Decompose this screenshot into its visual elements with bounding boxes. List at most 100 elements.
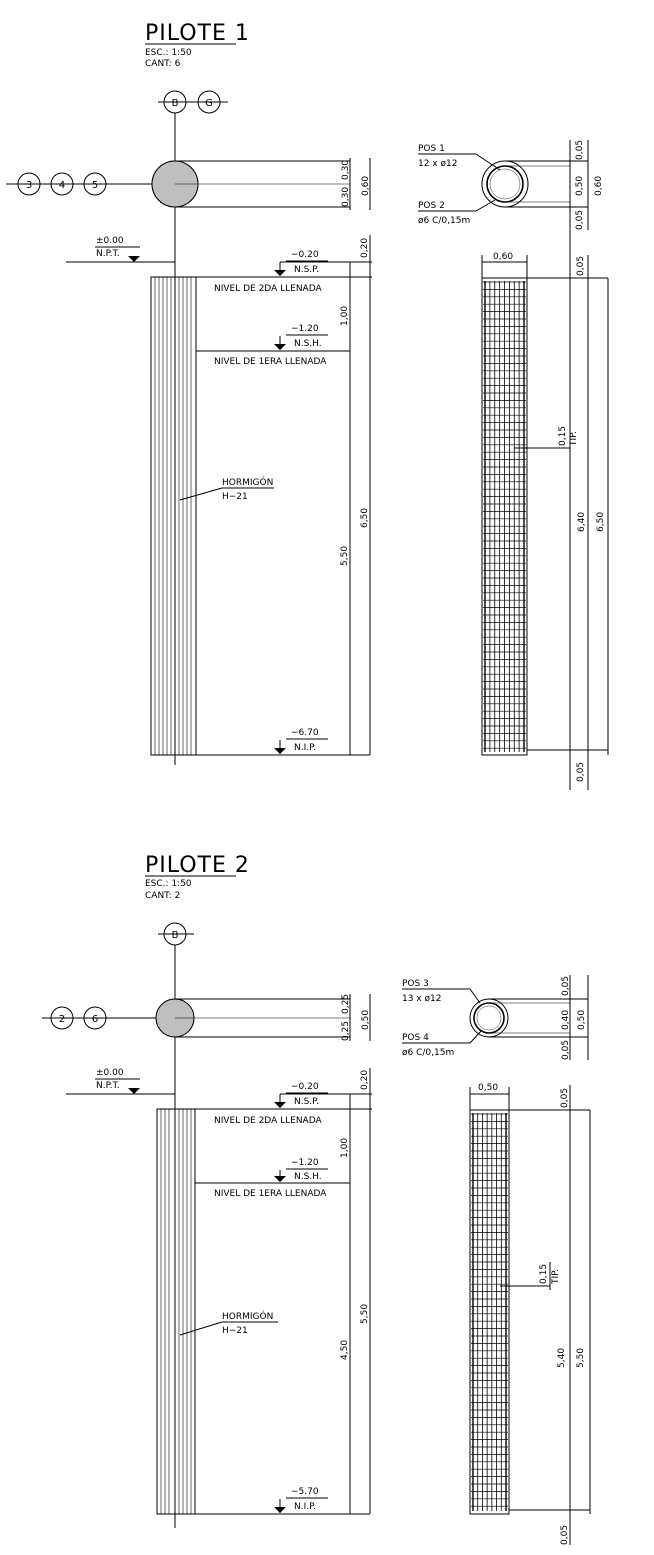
concrete-note: HORMIGÓN	[222, 476, 273, 488]
dimension-label: 0,25	[341, 994, 351, 1014]
pile-2-title: PILOTE 2	[145, 853, 250, 878]
dimension-label: 0,50	[575, 176, 585, 196]
dimension-label: 0,40	[561, 1010, 571, 1030]
dimension-label: 0,05	[575, 210, 585, 230]
pile-2-rebar-section: POS 3 13 x ø12 POS 4 ø6 C/0,15m 0,05 0,4…	[402, 975, 589, 1060]
dimension-label: 5,50	[340, 546, 350, 566]
pile-2-rebar-cage: 0,50 0,05 0,15 TIP. 5,40 5,50 0,05	[469, 1083, 591, 1545]
dimension-label: 5,50	[576, 1348, 586, 1368]
pile-2-elevation: −0.20 N.S.P. NIVEL DE 2DA LLENADA −1.20 …	[156, 1068, 372, 1515]
level-label: N.S.P.	[294, 265, 319, 275]
dimension-label: 0,30	[341, 187, 351, 207]
dimension-label: 0,05	[561, 976, 571, 996]
dimension-label: TIP.	[551, 1269, 561, 1285]
cage-width-label: 0,50	[478, 1083, 498, 1093]
concrete-note: HORMIGÓN	[222, 1310, 273, 1322]
level-label: N.S.H.	[294, 1172, 322, 1182]
dimension-label: 0,20	[360, 1070, 370, 1090]
rebar-pos-desc: ø6 C/0,15m	[418, 216, 470, 226]
dimension-label: 0,05	[576, 762, 586, 782]
dimension-label: 6,50	[596, 512, 606, 532]
dimension-label: 1,00	[340, 1138, 350, 1158]
level-value: −1.20	[291, 1158, 319, 1168]
grid-bubble-label: 5	[92, 180, 98, 191]
level-value: ±0.00	[96, 236, 124, 246]
rebar-pos-label: POS 4	[402, 1033, 429, 1043]
rebar-pos-desc: ø6 C/0,15m	[402, 1048, 454, 1058]
level-label: N.S.H.	[294, 339, 322, 349]
pile-2-drawing: PILOTE 2 ESC.: 1:50 CANT: 2 B 2 6 0,25	[42, 853, 591, 1545]
dimension-label: 0,50	[577, 1010, 587, 1030]
pile-2-grid-axis-left: 2 6	[42, 1006, 157, 1030]
level-label: N.S.P.	[294, 1097, 319, 1107]
fill-level-2-label: NIVEL DE 2DA LLENADA	[214, 1116, 322, 1126]
grid-bubble-label: B	[172, 930, 179, 941]
dimension-label: 0,20	[360, 238, 370, 258]
dimension-label: 0,30	[341, 160, 351, 180]
concrete-grade: H−21	[222, 492, 248, 502]
level-label: N.P.T.	[96, 1081, 120, 1091]
level-label: N.P.T.	[96, 249, 120, 259]
level-value: ±0.00	[96, 1068, 124, 1078]
fill-level-1-label: NIVEL DE 1ERA LLENADA	[214, 357, 327, 367]
dimension-label: TIP.	[569, 431, 579, 447]
pile-1-grid-axis-left: 3 4 5	[6, 172, 152, 196]
grid-bubble-label: 4	[59, 180, 65, 191]
pile-1-quantity: CANT: 6	[145, 59, 181, 69]
pile-1-title: PILOTE 1	[145, 21, 250, 46]
fill-level-2-label: NIVEL DE 2DA LLENADA	[214, 284, 322, 294]
level-label: N.I.P.	[294, 743, 316, 753]
rebar-pos-label: POS 2	[418, 201, 445, 211]
dimension-label: 1,00	[340, 306, 350, 326]
pile-1-drawing: PILOTE 1 ESC.: 1:50 CANT: 6 B G 3 4 5	[6, 21, 609, 790]
cage-grid	[483, 281, 526, 752]
dimension-label: 5,40	[557, 1348, 567, 1368]
dimension-label: 4,50	[340, 1340, 350, 1360]
pile-2-plan-section: 0,25 0,25 0,50	[155, 994, 371, 1041]
cage-grid	[471, 1113, 508, 1511]
dimension-label: 0,50	[361, 1010, 371, 1030]
dimension-label: 0,05	[561, 1040, 571, 1060]
grid-bubble-label: G	[205, 98, 213, 109]
level-value: −1.20	[291, 324, 319, 334]
pile-1-npt-level: ±0.00 N.P.T.	[66, 236, 175, 263]
cage-width-label: 0,60	[493, 252, 513, 262]
pile-1-elevation: −0.20 N.S.P. NIVEL DE 2DA LLENADA −1.20 …	[150, 235, 372, 756]
level-value: −6.70	[291, 728, 319, 738]
concrete-grade: H−21	[222, 1326, 248, 1336]
dimension-label: 6,40	[577, 512, 587, 532]
pile-2-npt-level: ±0.00 N.P.T.	[66, 1068, 175, 1095]
grid-bubble-label: 2	[59, 1014, 65, 1025]
level-value: −0.20	[291, 1082, 319, 1092]
dimension-label: 0,05	[576, 256, 586, 276]
fill-level-1-label: NIVEL DE 1ERA LLENADA	[214, 1189, 327, 1199]
grid-bubble-label: B	[172, 98, 179, 109]
pile-1-grid-axis-top: B G	[158, 90, 228, 114]
dimension-label: 0,15	[539, 1264, 549, 1284]
dimension-label: 0,05	[560, 1525, 570, 1545]
rebar-pos-desc: 12 x ø12	[418, 159, 457, 169]
pile-2-grid-axis-top: B	[158, 922, 194, 946]
level-value: −5.70	[291, 1487, 319, 1497]
pile-2-quantity: CANT: 2	[145, 891, 180, 901]
rebar-pos-label: POS 3	[402, 979, 429, 989]
rebar-pos-label: POS 1	[418, 144, 445, 154]
level-value: −0.20	[291, 250, 319, 260]
dimension-label: 0,60	[361, 176, 371, 196]
dimension-label: 0,25	[341, 1021, 351, 1041]
rebar-pos-desc: 13 x ø12	[402, 994, 441, 1004]
dimension-label: 6,50	[360, 508, 370, 528]
grid-bubble-label: 6	[92, 1014, 98, 1025]
level-label: N.I.P.	[294, 1502, 316, 1512]
dimension-label: 0,60	[594, 176, 604, 196]
pile-1-plan-section: 0,30 0,30 0,60	[151, 158, 371, 210]
dimension-label: 5,50	[360, 1304, 370, 1324]
pile-1-scale: ESC.: 1:50	[145, 48, 192, 58]
dimension-label: 0,05	[575, 140, 585, 160]
pile-1-rebar-cage: 0,60 0,05 0,15 TIP. 6,40 6,50 0,05	[481, 230, 609, 790]
grid-bubble-label: 3	[26, 180, 32, 191]
pile-1-rebar-section: POS 1 12 x ø12 POS 2 ø6 C/0,15m 0,05 0,5…	[418, 140, 604, 230]
pile-2-scale: ESC.: 1:50	[145, 879, 192, 889]
dimension-label: 0,05	[560, 1088, 570, 1108]
